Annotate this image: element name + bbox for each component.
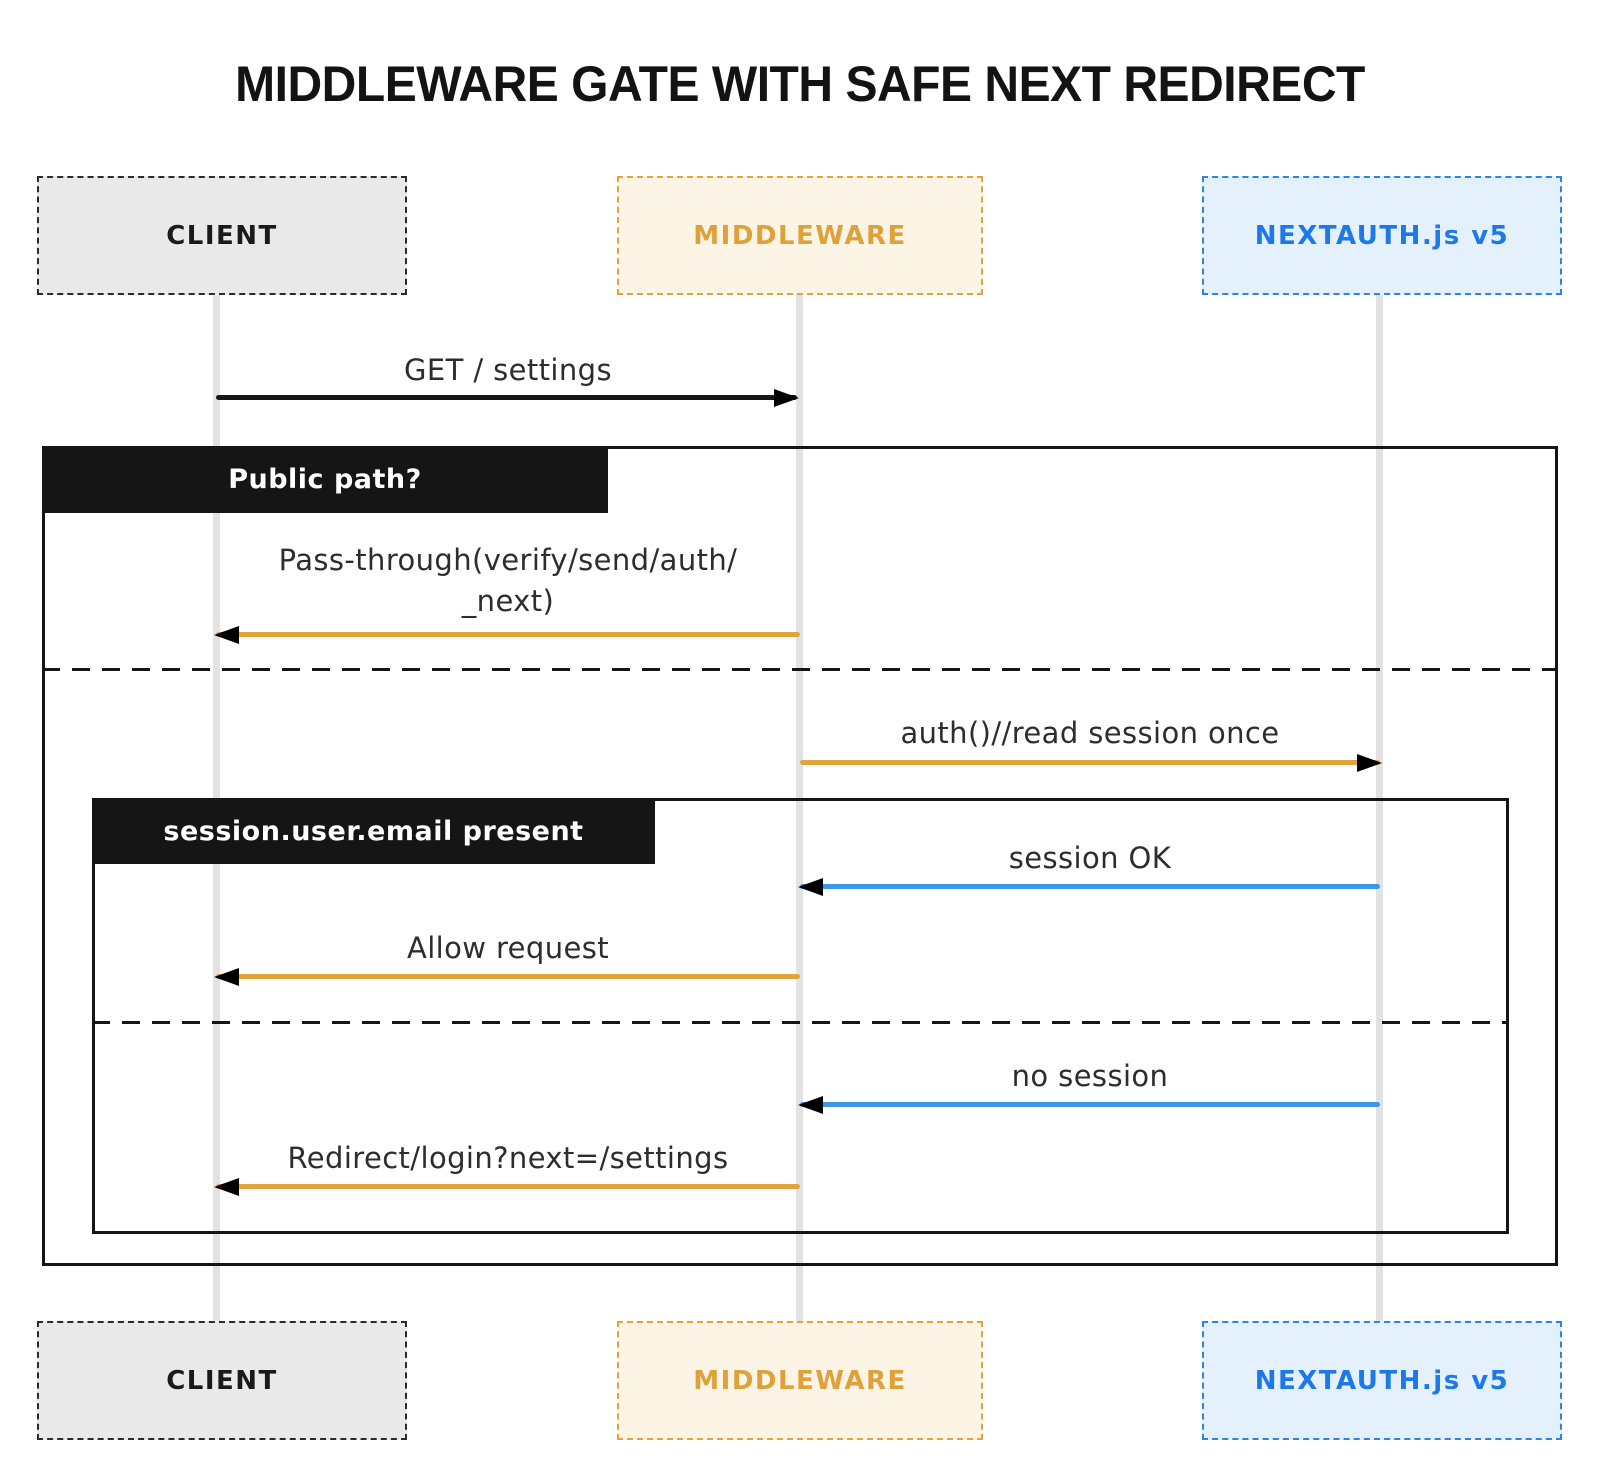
message-redirect-login-label: Redirect/login?next=/settings xyxy=(287,1141,729,1175)
message-allow-request-label: Allow request xyxy=(406,931,610,965)
arrowhead-left xyxy=(798,1095,823,1114)
message-no-session-arrow xyxy=(798,1095,1380,1114)
arrowhead-left xyxy=(214,1177,239,1196)
message-pass-through-arrow xyxy=(214,625,800,644)
arrowhead-left xyxy=(798,877,823,896)
message-pass-through-line1: Pass-through(verify/send/auth/ xyxy=(278,543,738,577)
arrowhead-right xyxy=(1357,753,1382,772)
message-pass-through-label: Pass-through(verify/send/auth/ _next) xyxy=(216,540,800,621)
lifeline-middleware xyxy=(796,294,803,1332)
message-no-session-label: no session xyxy=(1011,1059,1169,1093)
message-get-settings-arrow xyxy=(216,388,799,407)
message-pass-through-line2: _next) xyxy=(461,583,555,618)
message-session-ok-label: session OK xyxy=(1008,841,1172,875)
actor-middleware-top: MIDDLEWARE xyxy=(617,176,983,295)
actor-middleware-bottom: MIDDLEWARE xyxy=(617,1321,983,1440)
message-get-settings-label: GET / settings xyxy=(404,353,612,387)
arrowhead-left xyxy=(214,625,239,644)
frame-public-path xyxy=(42,446,1558,1266)
arrowhead-left xyxy=(214,967,239,986)
frame-public-path-label: Public path? xyxy=(42,446,608,513)
actor-client-bottom: CLIENT xyxy=(37,1321,407,1440)
message-auth-read-session-label: auth()//read session once xyxy=(900,716,1280,750)
frame-session-present xyxy=(92,798,1509,1234)
actor-nextauth-top: NEXTAUTH.js v5 xyxy=(1202,176,1562,295)
actor-nextauth-bottom: NEXTAUTH.js v5 xyxy=(1202,1321,1562,1440)
message-auth-read-session-arrow xyxy=(800,753,1382,772)
lifeline-nextauth xyxy=(1376,294,1383,1332)
arrowhead-right xyxy=(774,388,799,407)
message-allow-request-arrow xyxy=(214,967,800,986)
frame-session-present-divider xyxy=(92,1021,1509,1024)
frame-session-present-label: session.user.email present xyxy=(92,798,655,864)
message-session-ok-arrow xyxy=(798,877,1380,896)
frame-public-path-divider xyxy=(42,668,1558,671)
diagram-title: MIDDLEWARE GATE WITH SAFE NEXT REDIRECT xyxy=(235,56,1365,112)
message-redirect-login-arrow xyxy=(214,1177,800,1196)
actor-client-top: CLIENT xyxy=(37,176,407,295)
